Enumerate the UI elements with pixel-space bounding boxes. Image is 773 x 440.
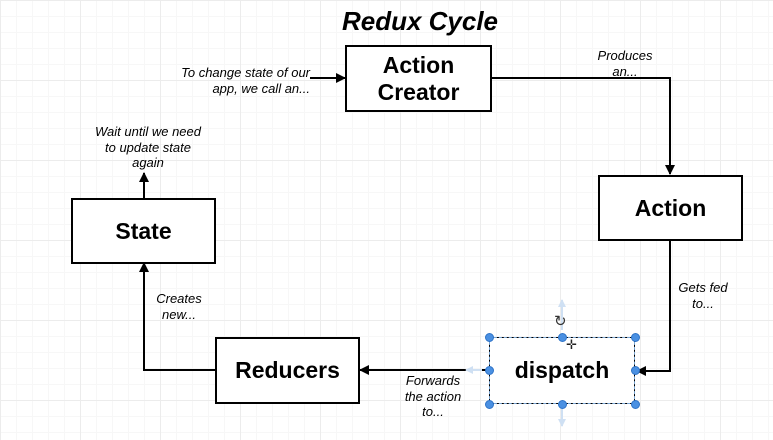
edge-label-to-change-state: To change state of our app, we call an..… [181, 65, 310, 96]
resize-handle-bottom[interactable] [558, 400, 567, 409]
arrow-reducers-to-state [139, 262, 215, 371]
arrow-action-to-dispatch [636, 241, 671, 376]
edge-label-gets-fed: Gets fed to... [678, 280, 728, 311]
resize-handle-left[interactable] [485, 366, 494, 375]
edge-label-wait-until: Wait until we need to update state again [95, 124, 201, 171]
arrow-action-creator-to-action [492, 77, 675, 175]
resize-handle-bottom-right[interactable] [631, 400, 640, 409]
edge-label-creates: Creates new... [156, 291, 202, 322]
action-creator-label: Action Creator [377, 52, 460, 105]
resize-handle-top-right[interactable] [631, 333, 640, 342]
state-label: State [115, 217, 172, 244]
resize-handle-bottom-left[interactable] [485, 400, 494, 409]
reducers-box[interactable]: Reducers [215, 337, 360, 404]
dispatch-box[interactable]: dispatch [489, 337, 635, 404]
move-icon[interactable]: ✛ [566, 337, 577, 352]
resize-handle-right[interactable] [631, 366, 640, 375]
action-creator-box[interactable]: Action Creator [345, 45, 492, 112]
resize-handle-top[interactable] [558, 333, 567, 342]
rotate-icon[interactable]: ↻ [554, 313, 567, 330]
resize-handle-top-left[interactable] [485, 333, 494, 342]
reducers-label: Reducers [235, 357, 340, 384]
edge-label-forwards: Forwards the action to... [404, 373, 462, 420]
action-box[interactable]: Action [598, 175, 743, 241]
action-label: Action [634, 194, 707, 221]
dispatch-label: dispatch [514, 357, 610, 384]
edge-label-produces: Produces an... [597, 48, 653, 79]
state-box[interactable]: State [71, 198, 216, 264]
diagram-title: Redux Cycle [341, 6, 499, 36]
